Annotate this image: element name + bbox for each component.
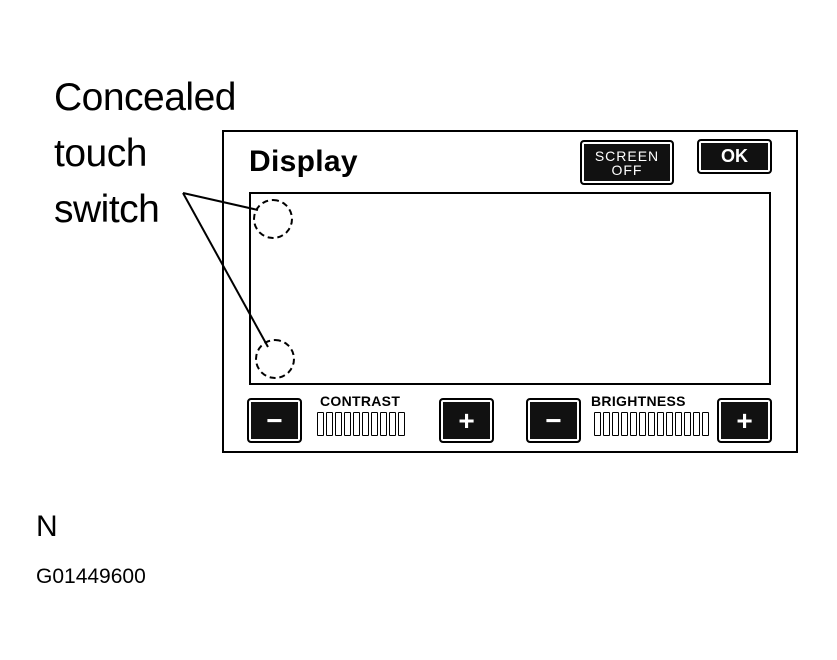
leader-line-lower xyxy=(182,192,269,348)
brightness-label: BRIGHTNESS xyxy=(591,393,686,409)
level-segment xyxy=(657,412,664,436)
level-segment xyxy=(380,412,387,436)
level-segment xyxy=(666,412,673,436)
level-segment xyxy=(612,412,619,436)
level-segment xyxy=(326,412,333,436)
level-segment xyxy=(630,412,637,436)
level-segment xyxy=(693,412,700,436)
level-segment xyxy=(353,412,360,436)
contrast-plus-button[interactable]: + xyxy=(439,398,494,443)
display-screen xyxy=(249,192,771,385)
concealed-touch-switch-upper[interactable] xyxy=(253,199,293,239)
callout-line-1: Concealed xyxy=(54,76,236,119)
level-segment xyxy=(362,412,369,436)
screen-off-button[interactable]: SCREEN OFF xyxy=(580,140,674,185)
contrast-label: CONTRAST xyxy=(320,393,401,409)
screen-off-label-1: SCREEN xyxy=(594,147,660,164)
level-segment xyxy=(371,412,378,436)
level-segment xyxy=(621,412,628,436)
leader-line-upper xyxy=(182,192,259,211)
contrast-minus-button[interactable]: − xyxy=(247,398,302,443)
level-segment xyxy=(389,412,396,436)
level-segment xyxy=(675,412,682,436)
brightness-minus-button[interactable]: − xyxy=(526,398,581,443)
level-segment xyxy=(702,412,709,436)
contrast-level-bar xyxy=(317,412,405,436)
level-segment xyxy=(603,412,610,436)
level-segment xyxy=(639,412,646,436)
panel-title: Display xyxy=(249,145,358,178)
screen-off-label-2: OFF xyxy=(611,161,643,178)
ok-button[interactable]: OK xyxy=(697,139,772,174)
level-segment xyxy=(317,412,324,436)
concealed-touch-switch-lower[interactable] xyxy=(255,339,295,379)
level-segment xyxy=(335,412,342,436)
n-label: N xyxy=(36,510,58,543)
callout-line-2: touch xyxy=(54,132,147,175)
level-segment xyxy=(684,412,691,436)
level-segment xyxy=(648,412,655,436)
level-segment xyxy=(398,412,405,436)
brightness-plus-button[interactable]: + xyxy=(717,398,772,443)
callout-label: Concealed touch switch xyxy=(54,70,236,238)
level-segment xyxy=(594,412,601,436)
level-segment xyxy=(344,412,351,436)
callout-line-3: switch xyxy=(54,188,160,231)
brightness-level-bar xyxy=(594,412,709,436)
figure-code: G01449600 xyxy=(36,565,146,588)
